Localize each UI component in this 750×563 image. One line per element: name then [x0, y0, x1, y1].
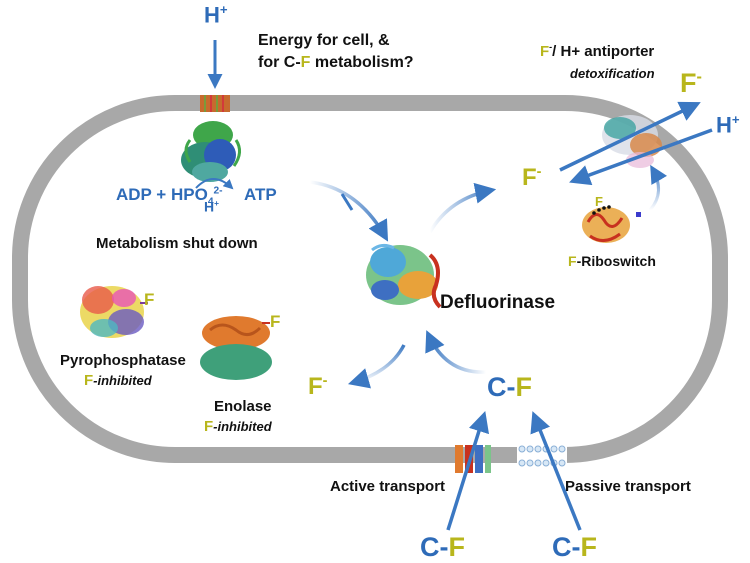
substrate-inside-label: C-F: [487, 372, 532, 402]
defluorinase-to-fluoride-lower-arrow: [347, 344, 406, 389]
cell-membrane: [12, 95, 728, 463]
inhibition-bar: [340, 193, 354, 211]
pyrophosphatase-inhibited-label: F-inhibited: [84, 372, 152, 389]
antiporter-subtitle: detoxification: [570, 66, 655, 81]
riboswitch-structure: [582, 205, 641, 243]
fluoride-inside-label: F-: [522, 164, 542, 191]
pyrophosphatase-protein: [80, 286, 148, 338]
riboswitch-label: F-Riboswitch: [568, 253, 656, 269]
proton-in-antiporter-arrow: [569, 128, 713, 186]
atp-synthase-pore: [200, 95, 230, 112]
substrate-to-defluorinase-arrow: [425, 330, 487, 374]
fluoride-outside-label: F-: [680, 68, 702, 98]
enolase-label: Enolase: [214, 398, 272, 415]
pyrophosphatase-fluoride-tag: F: [144, 290, 155, 309]
enolase-inhibited-label: F-inhibited: [204, 418, 272, 435]
pyrophosphatase-label: Pyrophosphatase: [60, 352, 186, 369]
energy-question-line2: for C-F metabolism?: [258, 54, 414, 71]
defluorinase-to-fluoride-arrow: [428, 182, 497, 233]
passive-uptake-arrow: [530, 411, 582, 531]
atp-synthesis-arrow: [195, 178, 234, 190]
released-proton-label: H+: [204, 198, 220, 215]
energy-question-line1: Energy for cell, &: [258, 32, 390, 49]
proton-outside-label: H+: [716, 112, 740, 138]
metabolism-shutdown-label: Metabolism shut down: [96, 235, 258, 252]
defluorinase-fluoride-product: F-: [308, 373, 328, 400]
riboswitch-fluoride-tag: F: [595, 194, 603, 209]
defluorinase-protein: [366, 243, 442, 309]
proton-label: H+: [204, 2, 228, 28]
fluoride-out-arrow: [559, 101, 701, 172]
atp-reaction-left: ADP + HPO42-: [116, 185, 223, 208]
substrate-outside-right-label: C-F: [552, 532, 597, 562]
active-uptake-arrow: [446, 410, 490, 531]
passive-transport-label: Passive transport: [565, 478, 691, 495]
active-transport-label: Active transport: [330, 478, 446, 495]
defluorinase-label: Defluorinase: [440, 292, 556, 313]
enolase-protein: [200, 316, 272, 380]
energy-to-defluorinase-arrow: [309, 180, 389, 242]
antiporter-title: F-/ H+ antiporter: [540, 42, 655, 60]
substrate-outside-left-label: C-F: [420, 532, 465, 562]
passive-lipid-patch: [517, 445, 567, 467]
atp-reaction-right: ATP: [244, 185, 277, 204]
atp-synthase-protein: [181, 121, 241, 182]
enolase-fluoride-tag: F: [270, 312, 281, 331]
riboswitch-arrow: [648, 164, 668, 211]
